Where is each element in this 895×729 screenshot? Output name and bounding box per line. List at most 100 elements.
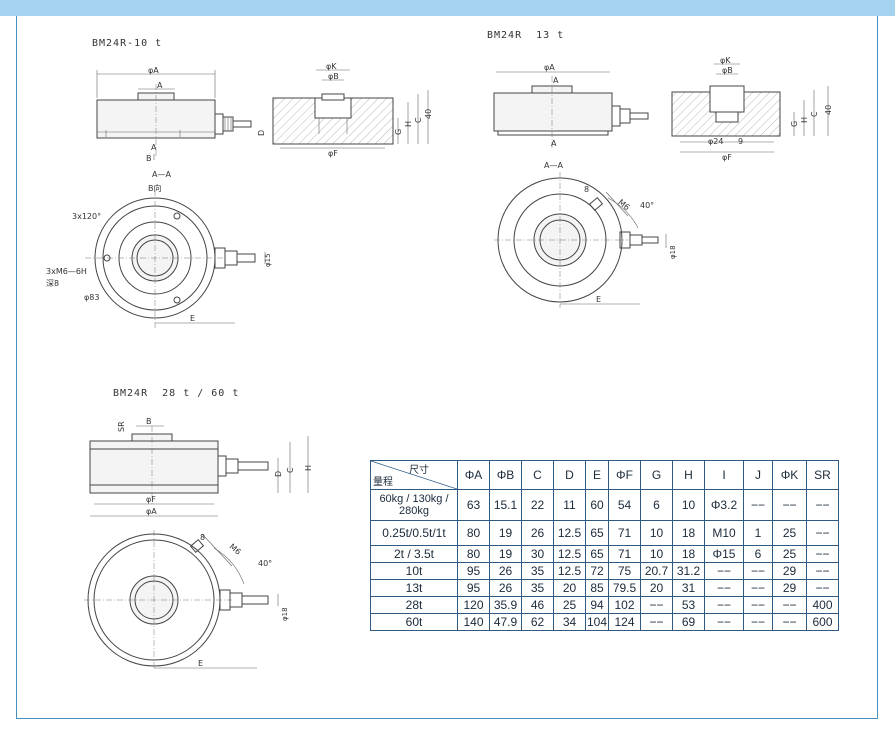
range-cell: 60kg / 130kg / 280kg [370, 489, 458, 521]
table-row: 60t 140 47.9 62 34 104 124 −− 69 −− −− −… [370, 613, 839, 631]
content-frame [16, 16, 878, 719]
table-cell: −− [743, 489, 773, 521]
label-13-phi18: φ18 [669, 245, 677, 259]
table-cell: −− [806, 545, 839, 563]
label-section-a-a: A—A [152, 170, 171, 179]
label-28-phi18: φ18 [281, 607, 289, 621]
table-cell: 20 [553, 579, 586, 597]
label-13-g: G [790, 121, 799, 127]
label-phi83: φ83 [84, 293, 99, 302]
title-bm24r-13t: BM24R 13 t [487, 30, 565, 41]
table-cell: −− [806, 520, 839, 546]
table-cell: 29 [772, 562, 807, 580]
table-cell: 30 [521, 545, 554, 563]
table-cell: 80 [457, 520, 490, 546]
label-28-40deg: 40° [258, 559, 272, 568]
table-cell: −− [806, 489, 839, 521]
label-b-direction: B向 [148, 183, 162, 193]
label-28-h: H [304, 465, 313, 471]
table-cell: 69 [672, 613, 705, 631]
col-header: ΦK [772, 460, 807, 490]
col-header: J [743, 460, 773, 490]
table-cell: −− [772, 613, 807, 631]
corner-size-label: 尺寸 [409, 465, 429, 476]
table-cell: 25 [553, 596, 586, 614]
label-13-phi-b: φB [722, 66, 733, 75]
label-28-e: E [198, 659, 203, 668]
label-28-d: D [274, 471, 283, 477]
table-cell: 71 [608, 520, 641, 546]
table-cell: 18 [672, 545, 705, 563]
table-cell: 25 [772, 520, 807, 546]
drawing-13t-top-view: A—A 8 M6 40° φ18 E [494, 161, 677, 308]
col-header: ΦB [489, 460, 522, 490]
label-phi-b: φB [328, 72, 339, 81]
label-13-phi-f: φF [722, 153, 732, 162]
table-cell: 95 [457, 579, 490, 597]
label-13-section-a-a: A—A [544, 161, 563, 170]
label-phi-k: φK [326, 62, 337, 71]
label-e: E [190, 314, 195, 323]
label-28-m6: M6 [228, 542, 243, 557]
label-13-a-top: A [553, 76, 559, 85]
table-cell: 54 [608, 489, 641, 521]
table-cell: 19 [489, 545, 522, 563]
table-cell: 25 [772, 545, 807, 563]
table-cell: 80 [457, 545, 490, 563]
table-cell: −− [704, 596, 744, 614]
table-cell: 29 [772, 579, 807, 597]
range-cell: 10t [370, 562, 458, 580]
label-phi-f: φF [328, 149, 338, 158]
label-3xm6-6h: 3xM6—6H [46, 267, 87, 276]
range-cell: 13t [370, 579, 458, 597]
table-cell: −− [743, 613, 773, 631]
label-28-c: C [286, 467, 295, 473]
col-header: D [553, 460, 586, 490]
table-cell: −− [806, 579, 839, 597]
table-row: 0.25t/0.5t/1t 80 19 26 12.5 65 71 10 18 … [370, 520, 839, 546]
label-a-top: A [157, 81, 163, 90]
table-cell: M10 [704, 520, 744, 546]
range-cell: 28t [370, 596, 458, 614]
label-h: H [404, 121, 413, 127]
table-cell: 104 [585, 613, 609, 631]
drawing-13t-side-view: φA A A [493, 63, 649, 148]
table-cell: 65 [585, 545, 609, 563]
table-cell: 10 [672, 489, 705, 521]
table-cell: −− [640, 613, 673, 631]
label-40: 40 [424, 109, 433, 119]
label-a-bottom: A [151, 143, 157, 152]
table-cell: Φ15 [704, 545, 744, 563]
table-row: 28t 120 35.9 46 25 94 102 −− 53 −− −− −−… [370, 596, 839, 614]
table-cell: −− [704, 613, 744, 631]
table-cell: 12.5 [553, 562, 586, 580]
label-13-8: 8 [584, 185, 589, 194]
table-cell: 60 [585, 489, 609, 521]
table-cell: 47.9 [489, 613, 522, 631]
table-cell: 63 [457, 489, 490, 521]
col-header: ΦA [457, 460, 490, 490]
label-13-40deg: 40° [640, 201, 654, 210]
col-header: E [585, 460, 609, 490]
table-cell: 65 [585, 520, 609, 546]
col-header: G [640, 460, 673, 490]
table-cell: −− [772, 596, 807, 614]
table-cell: 31.2 [672, 562, 705, 580]
table-cell: 31 [672, 579, 705, 597]
drawing-10t-section-view: φK φB φF G H C 40 D [257, 62, 433, 158]
spec-table-corner-cell: 尺寸 量程 [370, 460, 458, 490]
table-cell: Φ3.2 [704, 489, 744, 521]
label-d: D [257, 130, 266, 136]
table-cell: 35 [521, 579, 554, 597]
label-13-c: C [810, 111, 819, 117]
table-cell: 600 [806, 613, 839, 631]
table-row: 2t / 3.5t 80 19 30 12.5 65 71 10 18 Φ15 … [370, 545, 839, 563]
label-13-h: H [800, 117, 809, 123]
table-cell: 19 [489, 520, 522, 546]
label-c: C [414, 117, 423, 123]
label-13-a-bottom: A [551, 139, 557, 148]
col-header: SR [806, 460, 839, 490]
table-cell: 62 [521, 613, 554, 631]
table-row: 10t 95 26 35 12.5 72 75 20.7 31.2 −− −− … [370, 562, 839, 580]
table-cell: 1 [743, 520, 773, 546]
